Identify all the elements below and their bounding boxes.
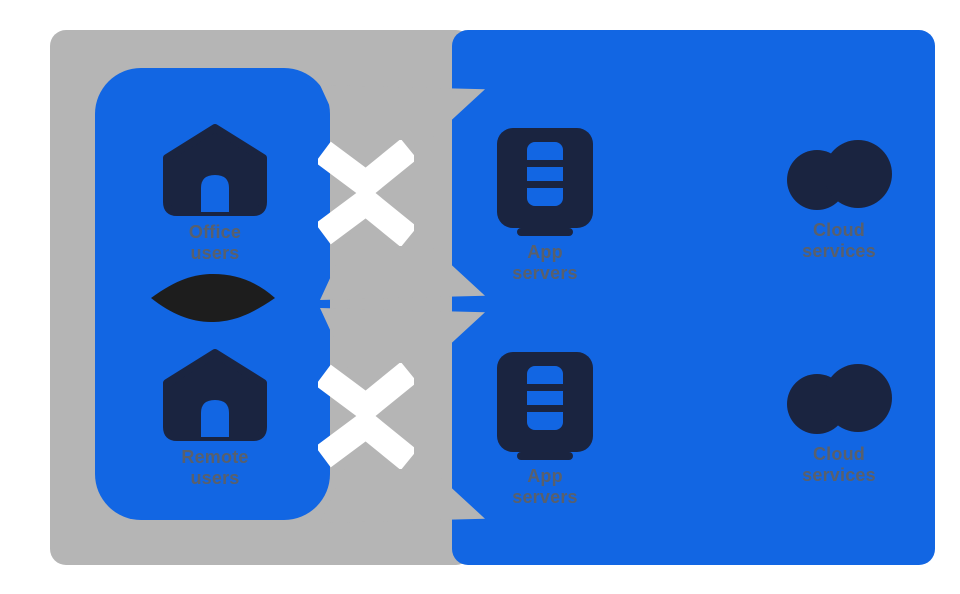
label-line: users — [190, 243, 240, 264]
label-line: users — [190, 468, 240, 489]
right-group-r2c2: Cloud services — [749, 352, 929, 486]
right-group-r2c1-label: App servers — [512, 466, 577, 508]
label-line: servers — [512, 487, 578, 508]
crossed-chevrons-icon — [318, 140, 414, 246]
pill-group-bottom: Remote users — [125, 347, 305, 489]
label-line: App — [527, 242, 563, 262]
label-line: Cloud — [812, 444, 865, 464]
right-group-r2c1: App servers — [455, 350, 635, 508]
right-group-r1c1-label: App servers — [512, 242, 577, 284]
crossed-chevrons-icon — [318, 363, 414, 469]
label-line: services — [802, 465, 876, 486]
pill-group-top: Office users — [125, 122, 305, 264]
pill-group-top-label: Office users — [189, 222, 241, 264]
label-line: App — [527, 466, 563, 486]
label-line: Cloud — [812, 220, 865, 240]
pill-group-bottom-label: Remote users — [181, 447, 248, 489]
label-line: Office — [188, 222, 242, 242]
label-line: services — [802, 241, 876, 262]
right-group-r2c2-label: Cloud services — [802, 444, 876, 486]
logo-lens-mark — [151, 274, 275, 322]
right-group-r1c1: App servers — [455, 126, 635, 284]
app-server-icon — [497, 352, 593, 460]
label-line: Remote — [181, 447, 249, 467]
building-icon — [163, 124, 267, 216]
label-line: servers — [512, 263, 578, 284]
overlapping-circles-icon — [787, 140, 892, 210]
overlapping-circles-icon — [787, 364, 892, 434]
app-server-icon — [497, 128, 593, 236]
building-icon — [163, 349, 267, 441]
right-group-r1c2: Cloud services — [749, 128, 929, 262]
right-blue-panel — [452, 30, 935, 565]
right-group-r1c2-label: Cloud services — [802, 220, 876, 262]
